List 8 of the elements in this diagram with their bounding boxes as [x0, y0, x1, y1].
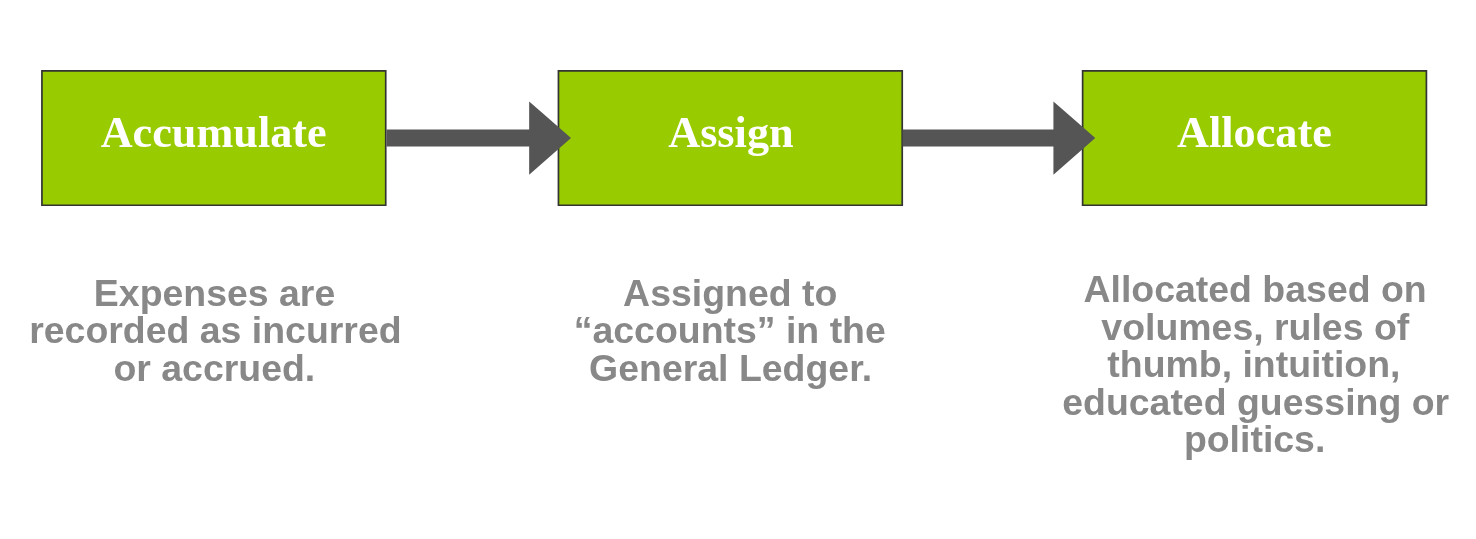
node-label: Allocated based on volumes, rules of thumb, intuition, educated guessing or politics.: [1062, 268, 1450, 461]
node-box: Accumulate: [41, 69, 387, 207]
node-label: Expenses are recorded as incurred or accrued.: [29, 271, 402, 389]
arrow: [902, 101, 1096, 175]
node-box: Allocate: [1081, 69, 1428, 207]
node-label: Assigned to “accounts” in the General Ledger.: [573, 271, 886, 389]
arrow: [386, 101, 572, 175]
node-box: Assign: [557, 69, 904, 207]
